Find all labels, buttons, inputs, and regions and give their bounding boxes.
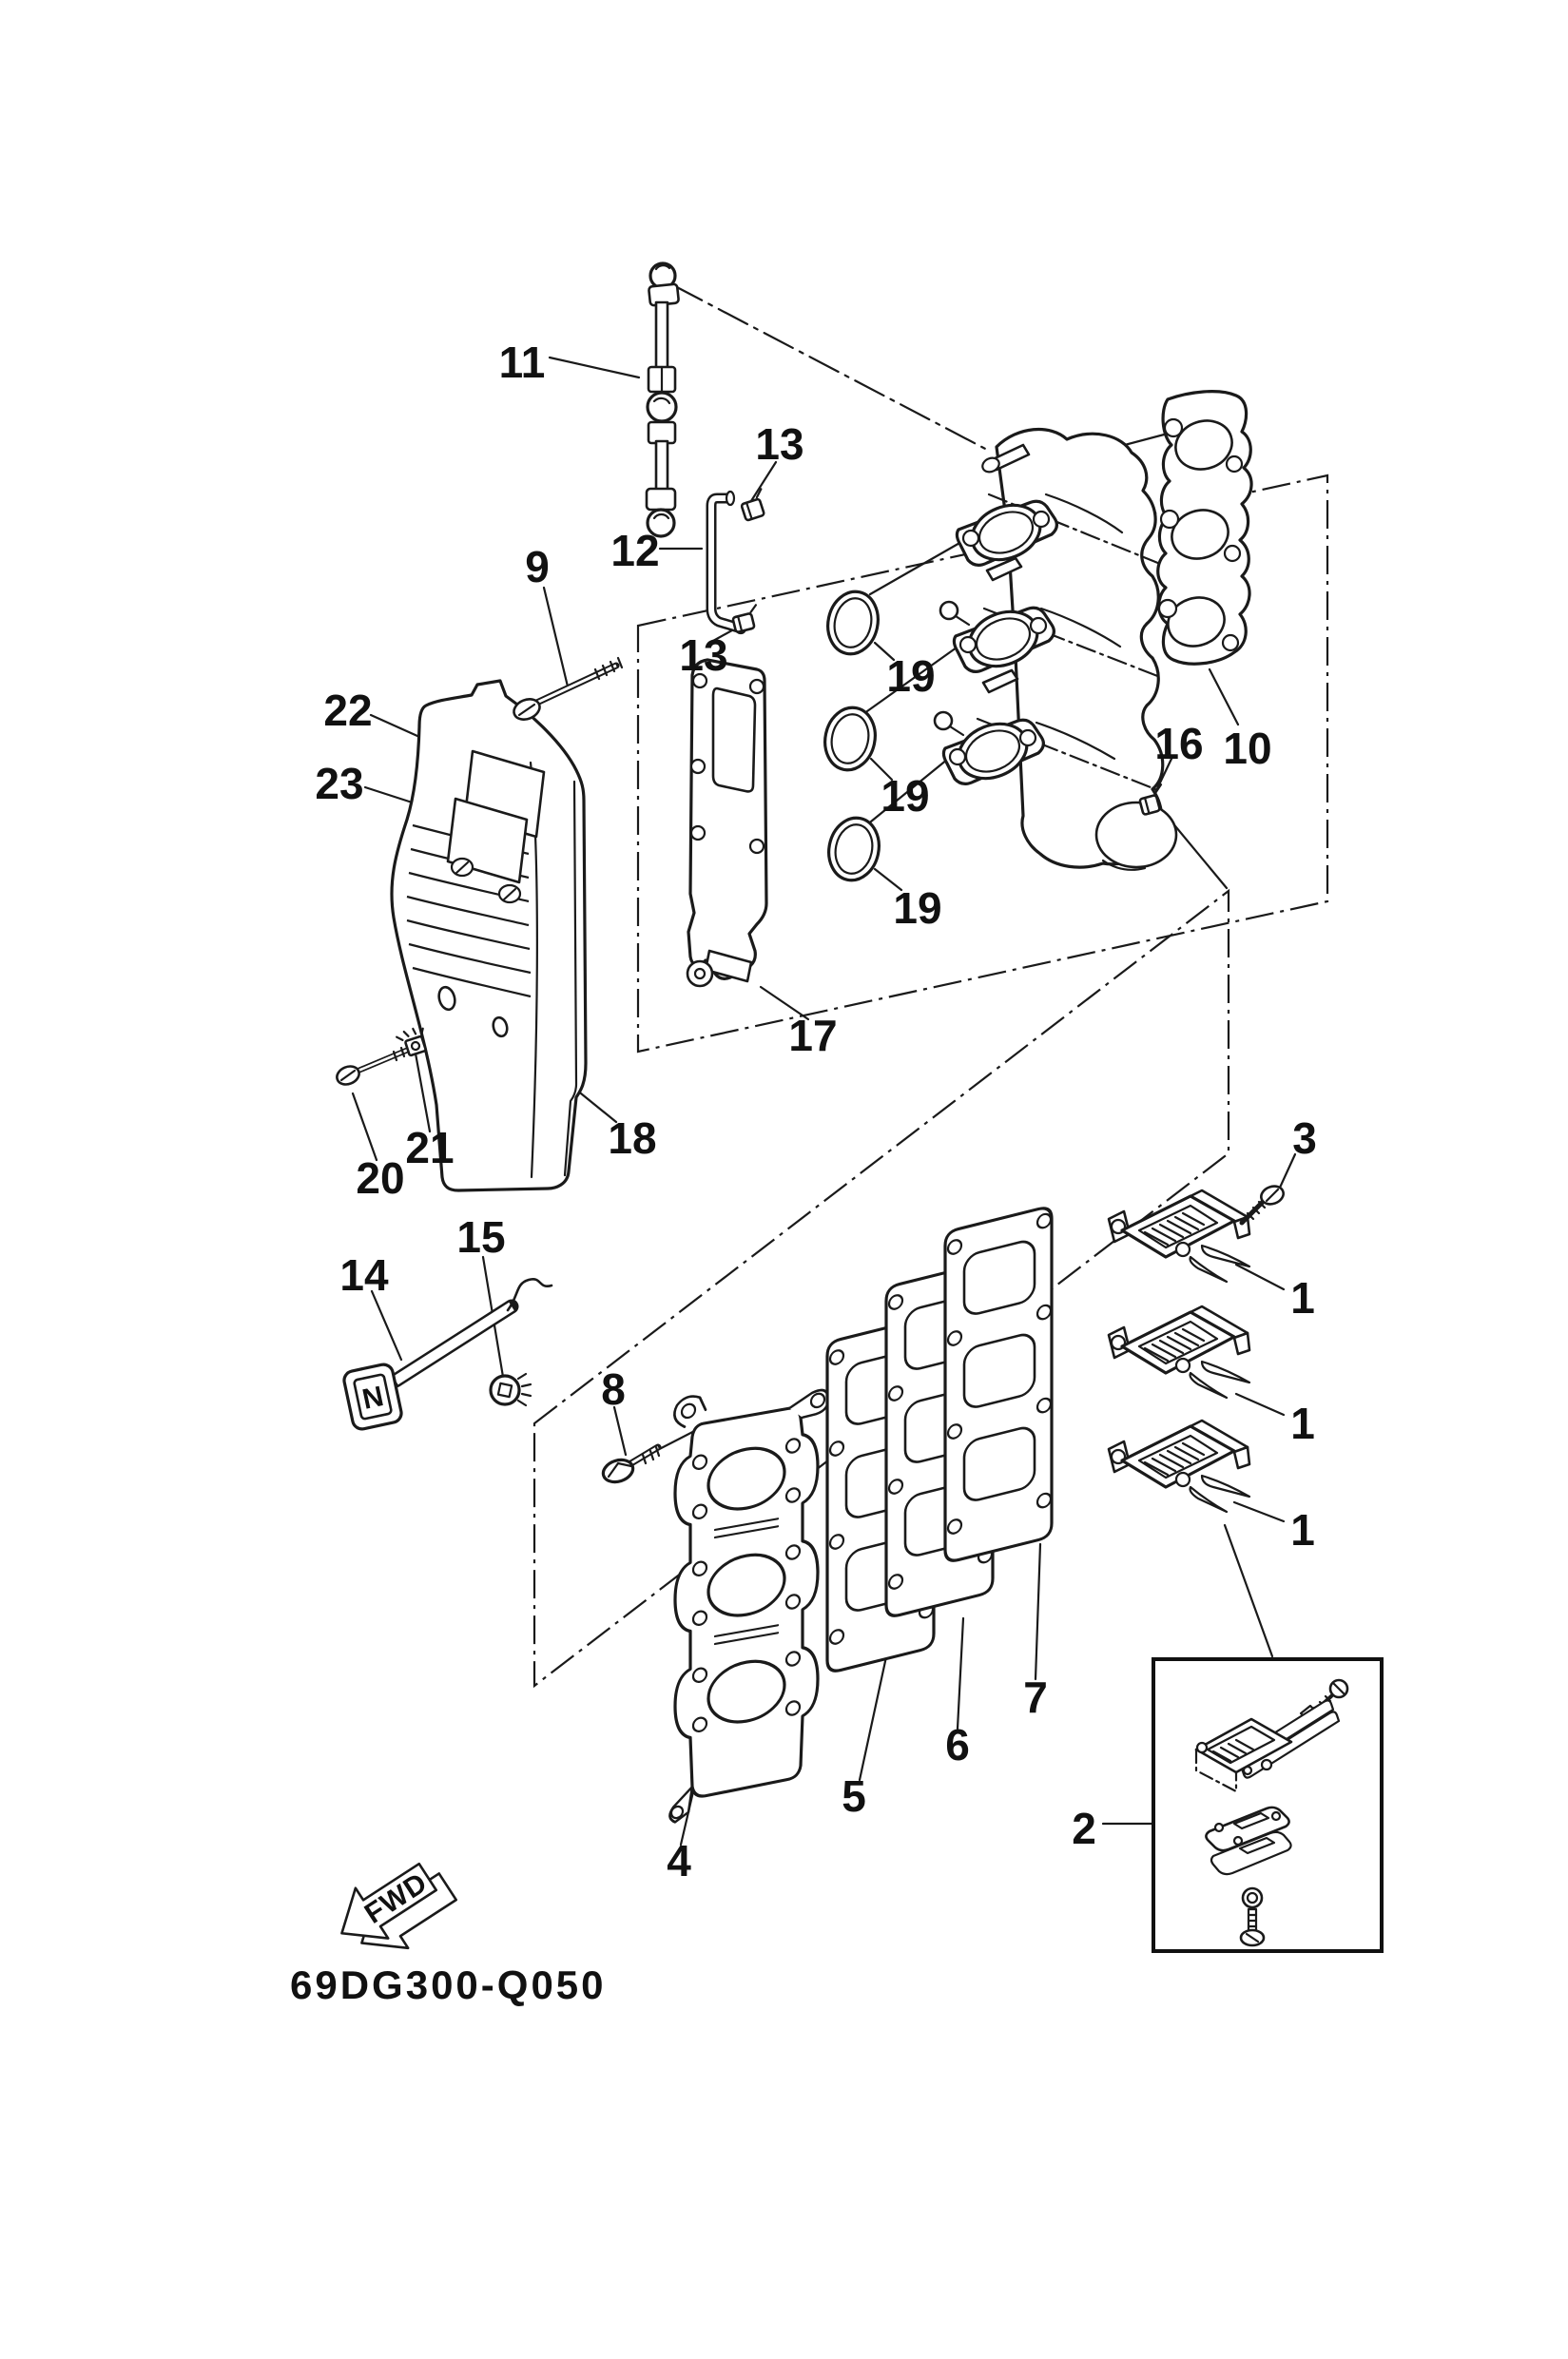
- part-link-rod-11: [645, 261, 680, 538]
- part-gasket-7: [943, 1204, 1054, 1565]
- fwd-arrow: FWD: [340, 1862, 457, 1950]
- part-hose-clamp-13-lower: [731, 604, 757, 633]
- inset-screw-bottom: [1239, 1907, 1266, 1947]
- part-oring-19-middle: [823, 706, 877, 772]
- callout-3: 3: [1292, 1113, 1317, 1163]
- part-nut-21: [396, 1027, 427, 1057]
- callout-19-bottom: 19: [893, 883, 941, 933]
- part-hose-clamp-13-upper: [740, 488, 765, 522]
- part-screw-3: [1239, 1185, 1285, 1226]
- callout-1-top: 1: [1290, 1273, 1315, 1323]
- part-bolt-20: [336, 1043, 416, 1086]
- callout-14: 14: [339, 1250, 389, 1300]
- inset-reed-block: [1194, 1717, 1293, 1793]
- callout-8: 8: [601, 1364, 626, 1414]
- part-breather-hose-12: [706, 490, 747, 635]
- callout-1-bottom: 1: [1290, 1505, 1315, 1555]
- callout-22: 22: [323, 686, 372, 735]
- part-bolt-8: [601, 1443, 662, 1484]
- part-nut-15: [489, 1372, 532, 1407]
- part-oring-19-bottom: [827, 816, 881, 882]
- part-intake-plate-4: [668, 1388, 830, 1824]
- callout-12: 12: [610, 526, 659, 575]
- callout-19-middle: 19: [881, 771, 929, 821]
- inset-washer: [1241, 1886, 1264, 1909]
- callout-23: 23: [315, 759, 363, 808]
- callout-5: 5: [842, 1771, 866, 1821]
- callout-16: 16: [1154, 719, 1203, 768]
- part-bolt-9: [513, 656, 624, 721]
- callout-11: 11: [499, 338, 546, 387]
- callout-4: 4: [667, 1836, 691, 1885]
- callout-6: 6: [945, 1720, 970, 1769]
- callout-19-top: 19: [886, 651, 935, 701]
- callout-7: 7: [1023, 1673, 1048, 1722]
- part-silencer-cover-18: [390, 679, 588, 1192]
- callout-18: 18: [608, 1113, 656, 1163]
- callout-2: 2: [1072, 1804, 1096, 1853]
- carburetor-assembly: [933, 427, 1178, 871]
- callout-21: 21: [405, 1123, 454, 1172]
- part-cable-clip-16: [1138, 783, 1163, 816]
- part-reed-valve-1-top: [1107, 1189, 1251, 1284]
- callout-17: 17: [788, 1011, 837, 1060]
- inset-gasket-plate: [1210, 1830, 1292, 1876]
- part-oring-19-top: [826, 590, 880, 656]
- part-manifold-gasket-10: [1156, 390, 1253, 666]
- detail-box-2: [1152, 1657, 1384, 1953]
- callout-13-lower: 13: [679, 630, 727, 680]
- assembly-plane-lower: [532, 888, 1230, 1689]
- part-reed-valve-1-bottom: [1107, 1419, 1251, 1514]
- inset-valve-seat-plate: [1205, 1806, 1290, 1852]
- diagram-code: 69DG300-Q050: [290, 1963, 607, 2007]
- callout-labels: 11 13 12 13 9 22 23 19 19 19 16 10 17 18…: [315, 338, 1316, 1885]
- callout-9: 9: [525, 542, 550, 591]
- callout-10: 10: [1223, 724, 1271, 773]
- callout-1-middle: 1: [1290, 1399, 1315, 1448]
- callout-15: 15: [456, 1212, 505, 1262]
- part-reed-valve-1-middle: [1107, 1305, 1251, 1400]
- callout-20: 20: [356, 1153, 404, 1203]
- part-bracket-plate-17: [686, 658, 768, 988]
- part-choke-knob-14: N: [342, 1277, 553, 1431]
- callout-13-upper: 13: [755, 419, 803, 469]
